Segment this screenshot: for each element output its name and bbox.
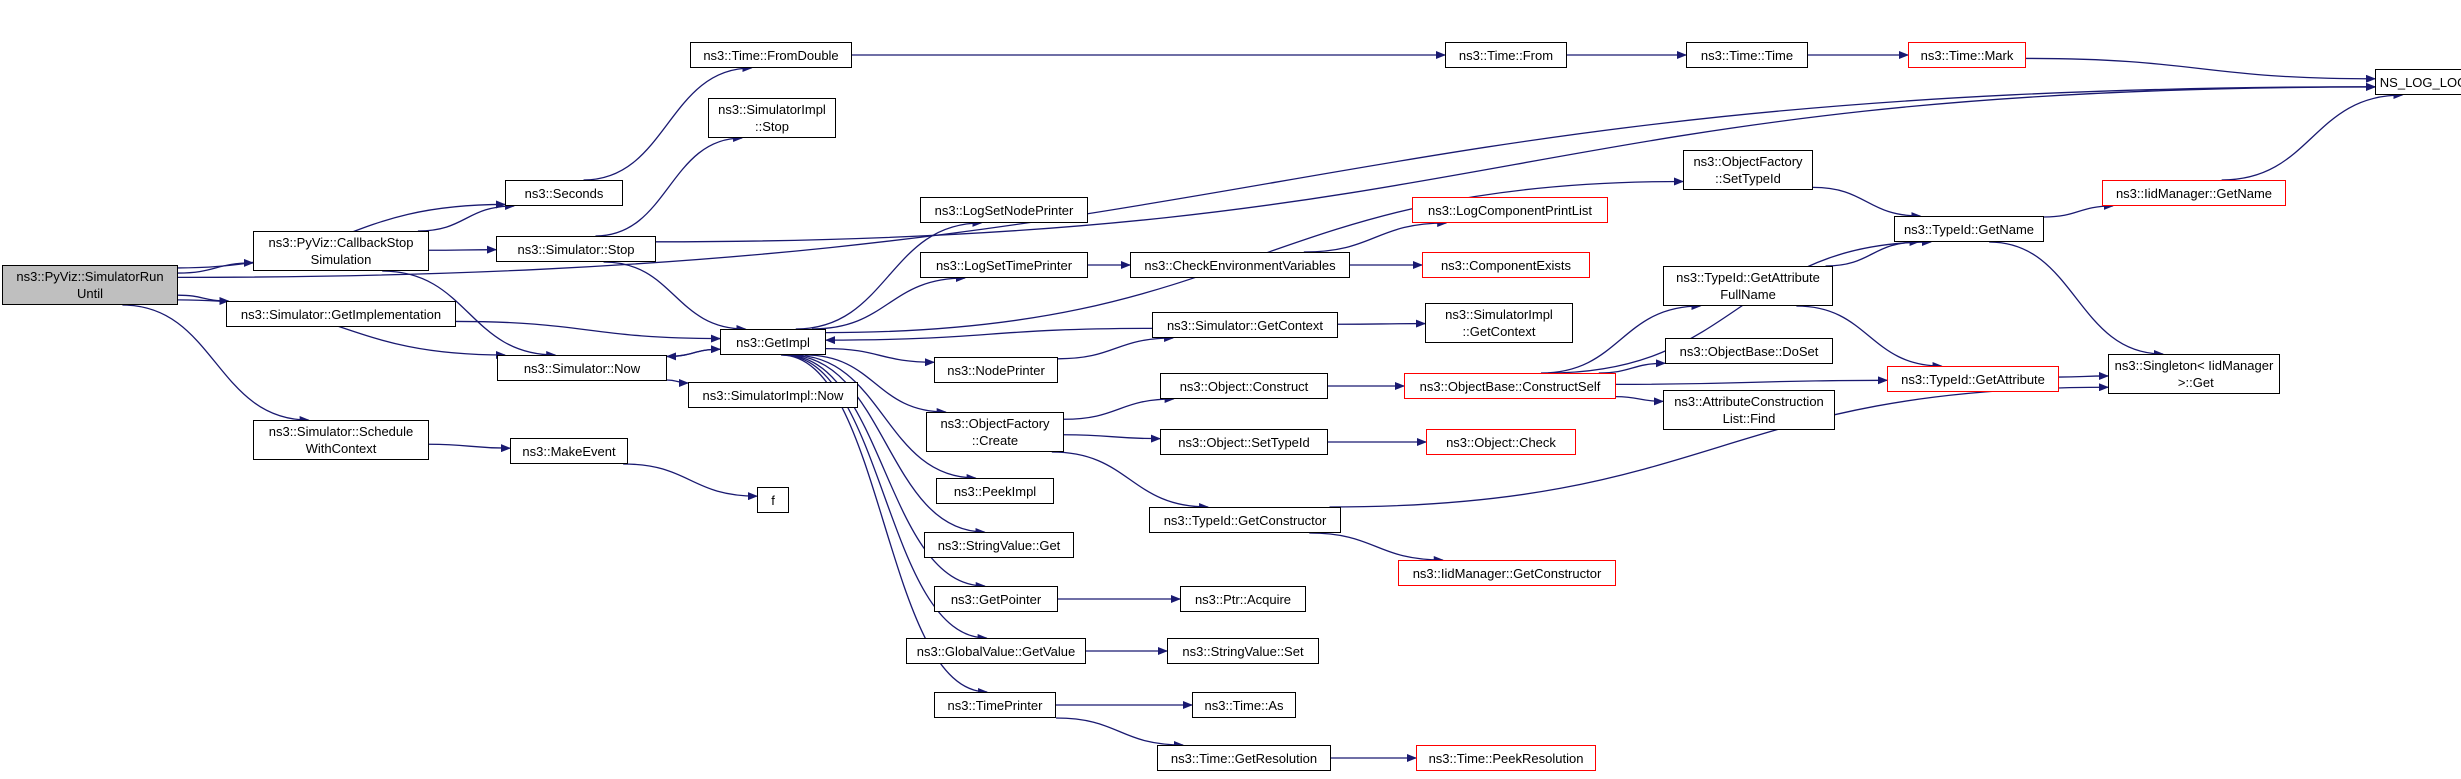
node-getimpl[interactable]: ns3::GetImpl bbox=[720, 329, 826, 355]
edge-nodeprinter-to-sim_getcontext bbox=[1057, 334, 1175, 360]
node-ns-log-logic[interactable]: NS_LOG_LOGIC bbox=[2375, 69, 2461, 95]
edge-checkenv-to-logcomponentprintlist bbox=[1303, 219, 1448, 253]
node-f[interactable]: f bbox=[757, 487, 789, 513]
edge-objfactory_settypeid-to-typeid_getname bbox=[1812, 186, 1922, 220]
node-typeid-getattributefullname[interactable]: ns3::TypeId::GetAttribute FullName bbox=[1663, 266, 1833, 306]
node-simimpl-stop[interactable]: ns3::SimulatorImpl ::Stop bbox=[708, 98, 836, 138]
edge-getimpl-to-logsettimeprinter bbox=[811, 274, 966, 330]
edge-seconds-to-time_fromdouble bbox=[583, 64, 753, 181]
edge-root-to-sim_schedule bbox=[122, 304, 310, 424]
edge-getimpl-to-objfactory_create bbox=[805, 354, 947, 416]
node-sim-getcontext[interactable]: ns3::Simulator::GetContext bbox=[1152, 312, 1338, 338]
node-time-as[interactable]: ns3::Time::As bbox=[1192, 692, 1296, 718]
node-peekimpl[interactable]: ns3::PeekImpl bbox=[936, 478, 1054, 504]
node-seconds[interactable]: ns3::Seconds bbox=[505, 180, 623, 206]
node-typeid-getconstructor[interactable]: ns3::TypeId::GetConstructor bbox=[1149, 507, 1341, 533]
node-iidmanager-getconstructor[interactable]: ns3::IidManager::GetConstructor bbox=[1398, 560, 1616, 586]
node-object-check[interactable]: ns3::Object::Check bbox=[1426, 429, 1576, 455]
node-attributeconstructionlist-find[interactable]: ns3::AttributeConstruction List::Find bbox=[1663, 390, 1835, 430]
node-makeevent[interactable]: ns3::MakeEvent bbox=[510, 438, 628, 464]
edge-objfactory_create-to-object_construct bbox=[1063, 395, 1175, 420]
edge-root-to-ns_log_logic bbox=[177, 82, 2376, 279]
node-nodeprinter[interactable]: ns3::NodePrinter bbox=[934, 357, 1058, 383]
node-time-time[interactable]: ns3::Time::Time bbox=[1686, 42, 1808, 68]
edge-typeid_getconstructor-to-singleton_get bbox=[1329, 383, 2109, 508]
edge-sim_stop-to-getimpl bbox=[603, 261, 747, 333]
node-objectbase-constructself[interactable]: ns3::ObjectBase::ConstructSelf bbox=[1404, 373, 1616, 399]
edge-callback_stop-to-seconds bbox=[417, 202, 516, 232]
edge-getimpl-to-logsetnodeprinter bbox=[795, 219, 983, 330]
node-iidmanager-getname[interactable]: ns3::IidManager::GetName bbox=[2102, 180, 2286, 206]
node-time-mark[interactable]: ns3::Time::Mark bbox=[1908, 42, 2026, 68]
node-objectfactory-create[interactable]: ns3::ObjectFactory ::Create bbox=[926, 412, 1064, 452]
edge-objectbase_constructself-to-typeid_getattrfullname bbox=[1540, 302, 1702, 374]
edge-callback_stop-to-sim_stop bbox=[428, 245, 497, 254]
edge-typeid_getname-to-singleton_get bbox=[1989, 241, 2164, 358]
edge-getimpl-to-nodeprinter bbox=[825, 348, 935, 367]
edge-typeid_getattrfullname-to-typeid_getname bbox=[1825, 238, 1920, 267]
edge-typeid_getattrfullname-to-typeid_getattribute bbox=[1796, 305, 1943, 370]
edge-timeprinter-to-time_getresolution bbox=[1055, 717, 1184, 749]
node-objectfactory-settypeid[interactable]: ns3::ObjectFactory ::SetTypeId bbox=[1683, 150, 1813, 190]
node-sim-now[interactable]: ns3::Simulator::Now bbox=[497, 355, 667, 381]
node-sim-get-implementation[interactable]: ns3::Simulator::GetImplementation bbox=[226, 301, 456, 327]
edge-sim_getcontext-to-simimpl_getcontext bbox=[1337, 319, 1426, 328]
node-stringvalue-set[interactable]: ns3::StringValue::Set bbox=[1167, 638, 1319, 664]
node-globalvalue-getvalue[interactable]: ns3::GlobalValue::GetValue bbox=[906, 638, 1086, 664]
edge-getimpl-to-getpointer bbox=[784, 354, 986, 590]
edge-getimpl-to-globalvalue_getvalue bbox=[782, 354, 988, 642]
edge-getimpl-to-peekimpl bbox=[792, 354, 977, 482]
node-object-construct[interactable]: ns3::Object::Construct bbox=[1160, 373, 1328, 399]
node-checkenvironmentvariables[interactable]: ns3::CheckEnvironmentVariables bbox=[1130, 252, 1350, 278]
node-componentexists[interactable]: ns3::ComponentExists bbox=[1422, 252, 1590, 278]
edge-sim_get_impl-to-getimpl bbox=[455, 320, 721, 343]
edge-typeid_getconstructor-to-iidmanager_getconstructor bbox=[1309, 532, 1444, 564]
node-objectbase-doset[interactable]: ns3::ObjectBase::DoSet bbox=[1665, 338, 1833, 364]
edge-objectbase_constructself-to-objectbase_doset bbox=[1598, 359, 1666, 374]
node-time-from[interactable]: ns3::Time::From bbox=[1445, 42, 1567, 68]
node-singleton-iidmanager-get[interactable]: ns3::Singleton< IidManager >::Get bbox=[2108, 354, 2280, 394]
edge-typeid_getattribute-to-singleton_get bbox=[2058, 371, 2109, 380]
node-root[interactable]: ns3::PyViz::SimulatorRun Until bbox=[2, 265, 178, 305]
edge-getimpl-to-timeprinter bbox=[780, 354, 989, 696]
node-object-settypeid[interactable]: ns3::Object::SetTypeId bbox=[1160, 429, 1328, 455]
node-logcomponentprintlist[interactable]: ns3::LogComponentPrintList bbox=[1412, 197, 1608, 223]
node-logsetnodeprinter[interactable]: ns3::LogSetNodePrinter bbox=[920, 197, 1088, 223]
edge-iidmanager_getname-to-ns_log_logic bbox=[2221, 91, 2404, 181]
node-simimpl-now[interactable]: ns3::SimulatorImpl::Now bbox=[688, 382, 858, 408]
edge-objectbase_constructself-to-attrconstructionlist_find bbox=[1615, 395, 1664, 406]
node-typeid-getname[interactable]: ns3::TypeId::GetName bbox=[1894, 216, 2044, 242]
node-sim-stop[interactable]: ns3::Simulator::Stop bbox=[496, 236, 656, 262]
node-getpointer[interactable]: ns3::GetPointer bbox=[934, 586, 1058, 612]
node-timeprinter[interactable]: ns3::TimePrinter bbox=[934, 692, 1056, 718]
edge-objectbase_constructself-to-typeid_getattribute bbox=[1615, 376, 1888, 386]
edge-objfactory_create-to-typeid_getconstructor bbox=[1051, 451, 1210, 511]
node-time-fromdouble[interactable]: ns3::Time::FromDouble bbox=[690, 42, 852, 68]
edge-sim_stop-to-simimpl_stop bbox=[595, 134, 744, 237]
edge-objectbase_constructself-to-typeid_getname bbox=[1548, 238, 1932, 374]
node-callback-stop[interactable]: ns3::PyViz::CallbackStop Simulation bbox=[253, 231, 429, 271]
edge-sim_now-to-simimpl_now bbox=[666, 378, 689, 387]
edge-time_mark-to-ns_log_logic bbox=[2025, 57, 2376, 83]
edge-getimpl-to-stringvalue_get bbox=[787, 354, 986, 536]
edge-makeevent-to-f bbox=[623, 463, 758, 501]
node-time-peekresolution[interactable]: ns3::Time::PeekResolution bbox=[1416, 745, 1596, 771]
edge-sim_getcontext-to-getimpl bbox=[825, 327, 1153, 345]
node-ptr-acquire[interactable]: ns3::Ptr::Acquire bbox=[1180, 586, 1306, 612]
edge-sim_stop-to-ns_log_logic bbox=[655, 82, 2376, 243]
edge-callback_stop-to-sim_now bbox=[382, 270, 557, 359]
node-stringvalue-get[interactable]: ns3::StringValue::Get bbox=[924, 532, 1074, 558]
node-logsettimeprinter[interactable]: ns3::LogSetTimePrinter bbox=[920, 252, 1088, 278]
edge-root-to-callback_stop bbox=[177, 258, 254, 274]
edge-objfactory_create-to-object_settypeid bbox=[1063, 434, 1161, 443]
node-simimpl-getcontext[interactable]: ns3::SimulatorImpl ::GetContext bbox=[1425, 303, 1573, 343]
edge-getimpl-to-sim_now bbox=[666, 348, 721, 361]
edge-sim_schedule-to-makeevent bbox=[428, 443, 511, 453]
node-time-getresolution[interactable]: ns3::Time::GetResolution bbox=[1157, 745, 1331, 771]
node-sim-schedule-with-context[interactable]: ns3::Simulator::Schedule WithContext bbox=[253, 420, 429, 460]
edge-typeid_getname-to-iidmanager_getname bbox=[2043, 202, 2114, 218]
node-typeid-getattribute[interactable]: ns3::TypeId::GetAttribute bbox=[1887, 366, 2059, 392]
